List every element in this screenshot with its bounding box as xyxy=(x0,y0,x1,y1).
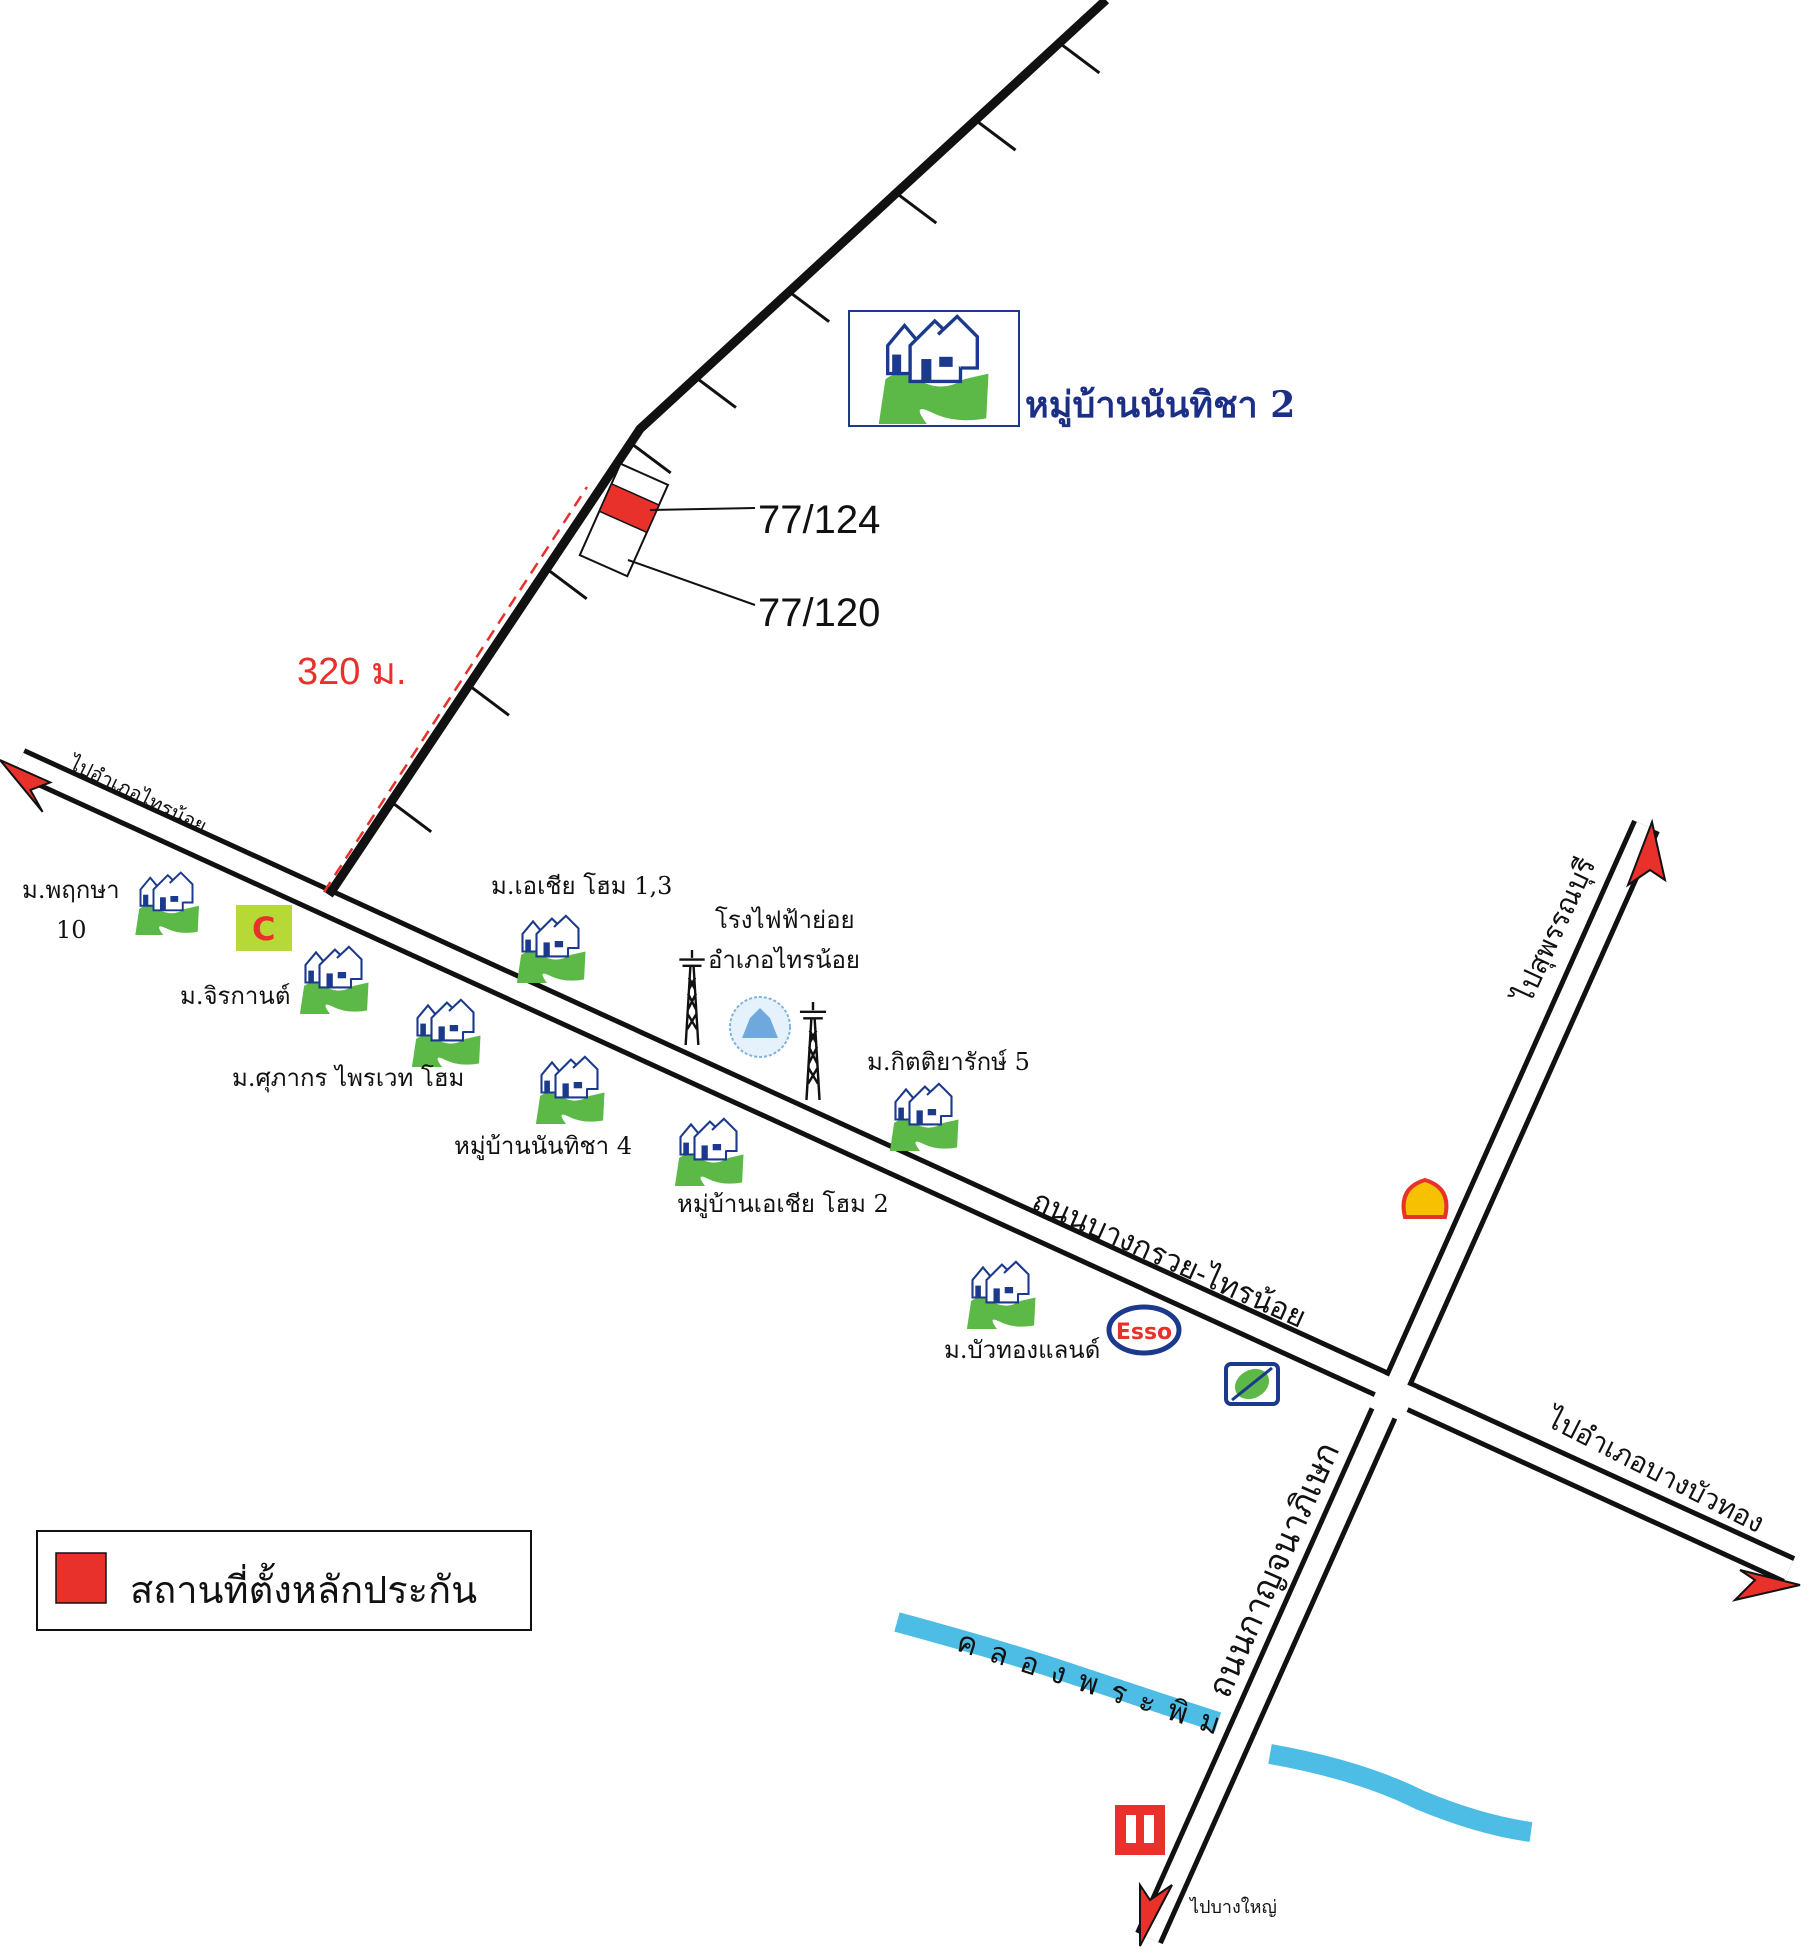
village-icon xyxy=(534,1055,606,1124)
power-tower-icon xyxy=(677,950,707,1045)
lot-divider xyxy=(695,376,737,409)
village-label: ม.บัวทองแลนด์ xyxy=(944,1336,1100,1364)
side-road-lots xyxy=(390,41,1101,833)
legend-swatch xyxy=(55,1552,107,1604)
side-road xyxy=(325,0,1110,898)
village-icon xyxy=(515,914,587,983)
village-icon xyxy=(965,1260,1037,1329)
village-icon xyxy=(298,945,370,1014)
seven-eleven-icon: C xyxy=(236,905,292,951)
plot-number-120: 77/120 xyxy=(758,591,880,635)
village-label: ม.ศุภากร ไพรเวท โฮม xyxy=(232,1064,464,1093)
village-label-number: 10 xyxy=(56,916,87,944)
village-icon xyxy=(134,871,201,935)
svg-text:C: C xyxy=(252,910,275,948)
leader-line xyxy=(627,559,756,606)
plot-outline xyxy=(578,462,670,578)
seal-icon xyxy=(729,996,791,1058)
shell-icon xyxy=(1401,1177,1449,1219)
ptt-icon xyxy=(1224,1362,1280,1406)
esso-icon: Esso xyxy=(1106,1304,1182,1356)
canal xyxy=(894,1612,1533,1842)
arrow-north xyxy=(1625,818,1667,888)
lot-divider xyxy=(895,191,938,225)
village-label: ม.จิรกานต์ xyxy=(180,982,290,1010)
power-tower-icon xyxy=(798,1002,828,1100)
project-logo xyxy=(848,310,1020,427)
arrow-east xyxy=(1731,1569,1801,1602)
lot-divider xyxy=(545,567,588,600)
distance-line xyxy=(322,486,589,893)
store-icon xyxy=(1115,1805,1165,1855)
legend-label: สถานที่ตั้งหลักประกัน xyxy=(130,1562,477,1612)
project-name: หมู่บ้านนันทิชา 2 xyxy=(1025,384,1295,428)
legend: สถานที่ตั้งหลักประกัน xyxy=(36,1530,532,1631)
village-label: หมู่บ้านเอเชีย โฮม 2 xyxy=(677,1190,889,1219)
village-icon xyxy=(673,1117,745,1186)
substation-label-1: โรงไฟฟ้าย่อย xyxy=(715,906,855,934)
lot-divider xyxy=(390,800,433,833)
svg-text:Esso: Esso xyxy=(1116,1320,1172,1345)
distance-label: 320 ม. xyxy=(297,651,407,693)
plot-number-124: 77/124 xyxy=(758,498,880,542)
main-road xyxy=(12,748,1796,1584)
village-label: ม.พฤกษา xyxy=(22,876,120,904)
intersection xyxy=(1369,1374,1417,1422)
village-label: ม.กิตติยารักษ์ 5 xyxy=(867,1048,1030,1076)
collateral-plot[interactable] xyxy=(598,482,661,534)
arrow-west xyxy=(0,759,53,813)
village-label: หมู่บ้านนันทิชา 4 xyxy=(454,1132,632,1161)
village-icon xyxy=(888,1082,960,1151)
lot-divider xyxy=(974,118,1017,152)
village-label: ม.เอเชีย โฮม 1,3 xyxy=(491,872,672,900)
village-icon xyxy=(410,998,482,1067)
substation-label-2: อำเภอไทรน้อย xyxy=(708,946,860,974)
lot-divider xyxy=(468,684,510,717)
leader-line xyxy=(649,507,756,511)
lot-divider xyxy=(788,290,831,323)
arrow-south xyxy=(1139,1881,1173,1947)
lot-divider xyxy=(629,441,672,475)
lot-divider xyxy=(1058,41,1101,75)
to-south-label: ไปบางใหญ่ xyxy=(1188,1896,1277,1918)
